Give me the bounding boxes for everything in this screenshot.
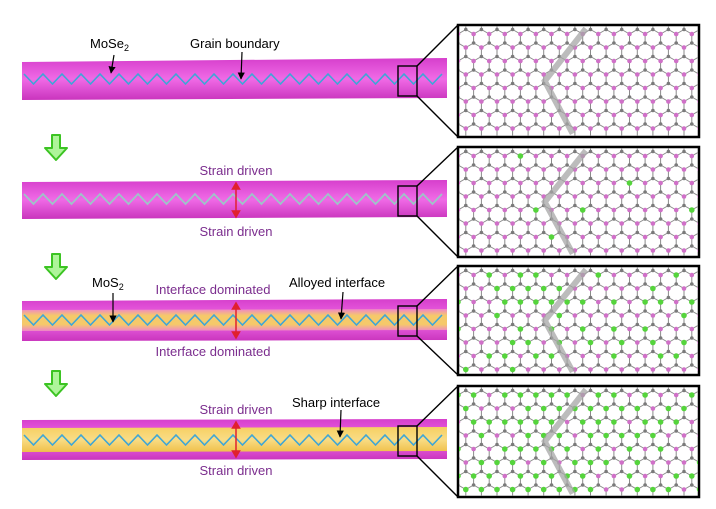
strain-driven-label-top: Strain driven	[200, 163, 273, 178]
pointer-arrows	[108, 51, 346, 438]
grain-boundary-line	[23, 433, 443, 447]
grain-boundary-label: Grain boundary	[190, 36, 280, 51]
interface-dominated-label-top: Interface dominated	[156, 282, 271, 297]
strain-driven-label-bottom: Strain driven	[200, 224, 273, 239]
atomic-structure-panel-3	[456, 264, 701, 377]
alloyed-interface-label: Alloyed interface	[289, 275, 385, 290]
mose2-label: MoSe2	[90, 36, 129, 53]
grain-boundary-line	[541, 148, 589, 256]
down-arrow-icon	[44, 253, 68, 280]
atomic-structure-panel-4	[456, 384, 701, 499]
zoom-box	[397, 65, 418, 97]
zoom-box	[397, 185, 418, 217]
zoom-box	[397, 425, 418, 457]
atomic-structure-panel-1	[456, 23, 701, 139]
mose2-ribbon	[22, 58, 447, 100]
strain-driven-label-top: Strain driven	[200, 402, 273, 417]
atomic-structure-panel-2	[456, 145, 701, 259]
strain-driven-label-bottom: Strain driven	[200, 463, 273, 478]
interface-dominated-label-bottom: Interface dominated	[156, 344, 271, 359]
strain-arrows	[231, 181, 241, 459]
down-arrow-icon	[44, 134, 68, 161]
mose2-ribbon	[22, 180, 447, 219]
zoom-callouts	[397, 24, 459, 498]
flow-arrows	[44, 134, 68, 397]
nanoribbon-strip-stage-4	[22, 419, 447, 460]
grain-boundary-line	[23, 72, 443, 86]
down-arrow-icon	[44, 370, 68, 397]
sharp-interface-label: Sharp interface	[292, 395, 380, 410]
mos2-label: MoS2	[92, 275, 124, 292]
grain-boundary-line	[23, 313, 443, 327]
nanoribbon-strip-stage-2	[22, 180, 447, 219]
hexagonal-lattice	[459, 387, 698, 496]
zoom-box	[397, 305, 418, 337]
grain-boundary-line	[23, 192, 443, 206]
hexagonal-lattice	[459, 26, 698, 136]
grain-boundary-line	[541, 267, 589, 374]
hexagonal-lattice	[459, 267, 698, 374]
nanoribbon-strip-stage-1	[22, 58, 447, 100]
grain-boundary-line	[541, 387, 589, 496]
grain-boundary-line	[541, 26, 589, 136]
hexagonal-lattice	[459, 148, 698, 256]
